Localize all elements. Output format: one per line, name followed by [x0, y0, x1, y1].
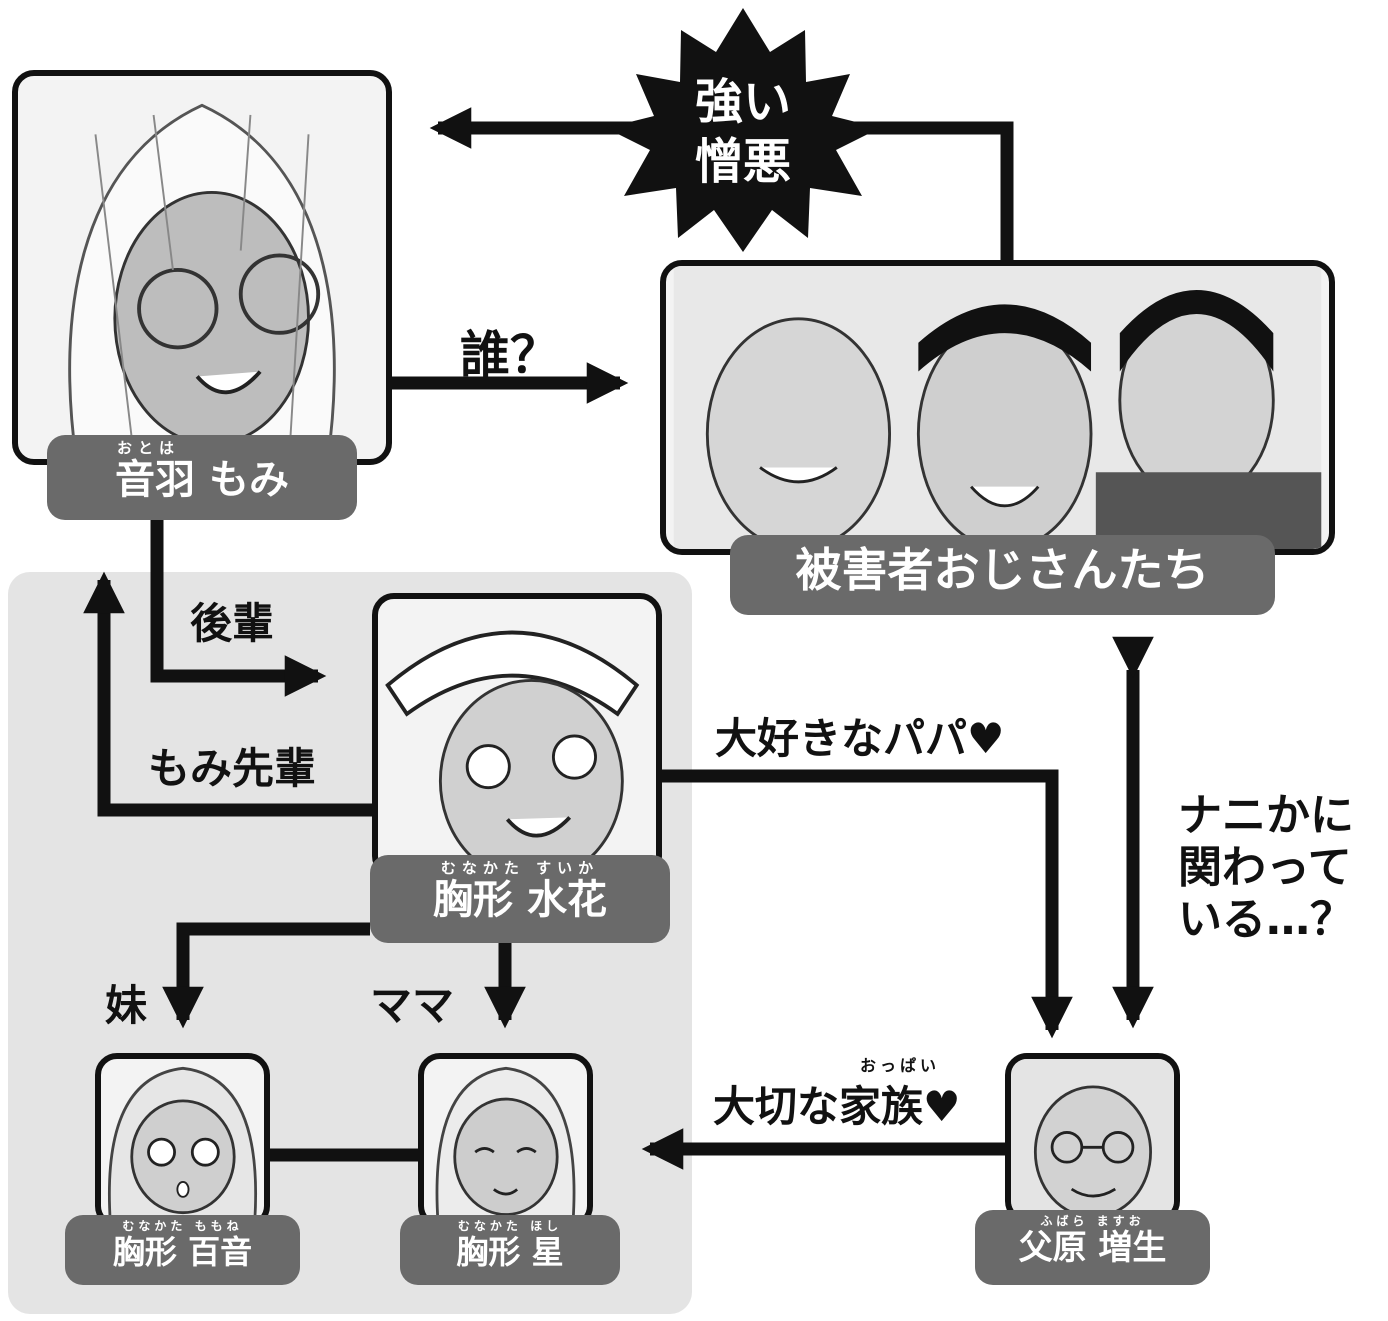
hoshi-face-icon: [435, 1066, 576, 1222]
hatred-label: 強い 憎悪: [643, 72, 843, 192]
momone-nameplate: むなかた ももね 胸形 百音: [65, 1215, 300, 1285]
masuo-portrait: [1005, 1053, 1180, 1223]
sister-arrow: [162, 922, 370, 1029]
family-label: 大切な家族♥: [713, 1082, 961, 1131]
mama-label: ママ: [370, 981, 455, 1030]
suika-portrait: [372, 593, 662, 878]
suika-name: 胸形 水花: [433, 877, 607, 923]
momone-ruby: むなかた ももね: [122, 1219, 243, 1233]
momi-ruby: おとは: [117, 439, 181, 457]
suika-nameplate: むなかた すいか 胸形 水花: [370, 855, 670, 943]
hoshi-ruby: むなかた ほし: [457, 1219, 563, 1233]
masuo-face-icon: [1011, 1059, 1174, 1217]
senpai-label: もみ先輩: [148, 744, 317, 793]
momone-name: 胸形 百音: [112, 1233, 253, 1271]
involved-label-line3: いる…？: [1178, 894, 1354, 945]
suika-ruby: むなかた すいか: [440, 859, 600, 877]
who-label: 誰？: [460, 326, 560, 384]
victims-name: 被害者おじさんたち: [795, 543, 1210, 597]
momi-nameplate: おとは 音羽 もみ: [47, 435, 357, 520]
involved-label-line2: 関わって: [1178, 842, 1352, 893]
junior-arrow: [150, 520, 327, 697]
masuo-name: 父原 増生: [1018, 1228, 1167, 1268]
victims-nameplate: 被害者おじさんたち: [730, 535, 1275, 615]
victims-portrait: [660, 260, 1335, 555]
momone-face-icon: [108, 1066, 257, 1222]
hatred-label-line1: 強い: [694, 74, 791, 130]
involved-label: ナニかに 関わって いる…？: [1178, 790, 1354, 946]
family-ruby: おっぱい: [860, 1056, 941, 1075]
momi-face-icon: [68, 103, 336, 459]
hoshi-name: 胸形 星: [456, 1233, 564, 1271]
suika-face-icon: [385, 630, 640, 872]
hoshi-nameplate: むなかた ほし 胸形 星: [400, 1215, 620, 1285]
papa-label: 大好きなパパ♥: [715, 714, 1005, 763]
masuo-nameplate: ふばら ますお 父原 増生: [975, 1210, 1210, 1285]
papa-arrow: [662, 769, 1073, 1039]
involved-label-line1: ナニかに: [1178, 790, 1354, 841]
hatred-label-line2: 憎悪: [694, 134, 791, 190]
momi-name: 音羽 もみ: [115, 457, 289, 503]
starburst-badge: [606, 8, 880, 252]
junior-label: 後輩: [190, 599, 275, 648]
three-men-icon: [673, 266, 1322, 549]
hoshi-portrait: [418, 1053, 593, 1228]
sister-label: 妹: [105, 981, 148, 1030]
senpai-arrow: [83, 571, 372, 817]
momone-portrait: [95, 1053, 270, 1228]
momi-portrait: [12, 70, 392, 465]
masuo-ruby: ふばら ますお: [1040, 1214, 1145, 1228]
